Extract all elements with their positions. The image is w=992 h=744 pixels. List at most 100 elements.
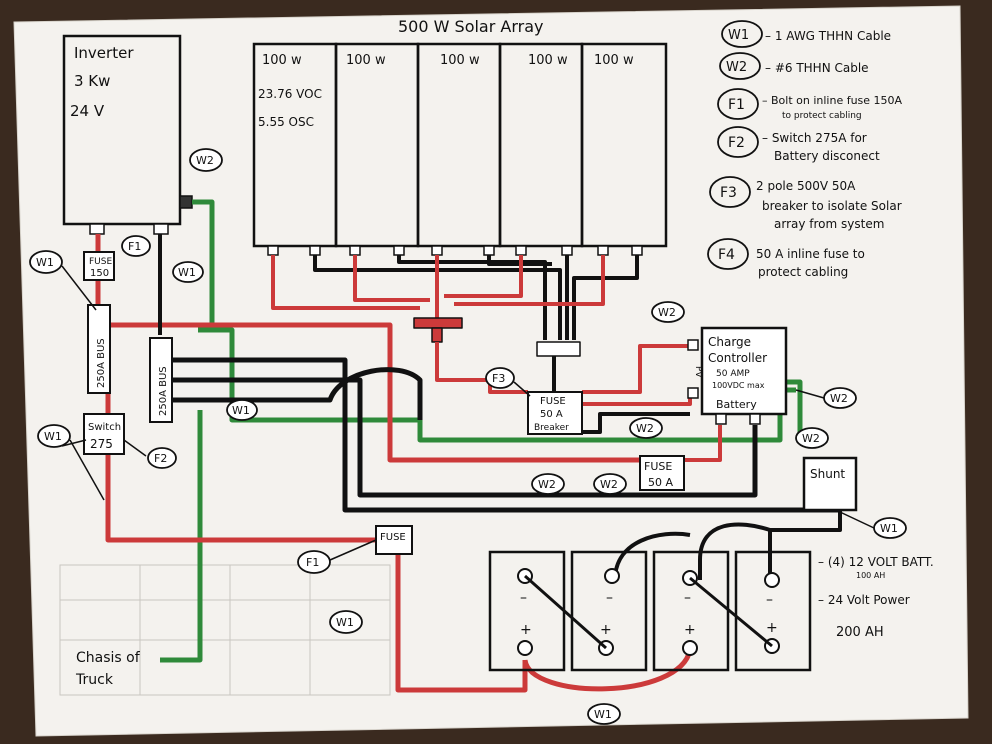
callout-w2-red: W2 [538,478,556,491]
legend-f4-tag: F4 [718,247,735,263]
inverter-pos-terminal [89,223,105,235]
legend-w1-text: – 1 AWG THHN Cable [765,29,891,43]
chassis-label-1: Chasis of [76,650,141,666]
controller-pv-pos [687,339,699,351]
legend-f2-tag: F2 [728,135,745,151]
battery-system-note: – 24 Volt Power [818,593,910,607]
fuse-150 [83,251,115,281]
battery-capacity-note: 200 AH [836,625,884,640]
breaker-label-1: FUSE [540,396,566,407]
callout-w2-black: W2 [600,478,618,491]
bat3-pos: + [684,622,696,638]
pencil-sketch [59,564,391,696]
bus-bar-left-label: 250A BUS [96,338,107,388]
charge-controller [700,326,788,416]
legend-f1-tag: F1 [728,97,745,113]
switch-label-2: 275 [90,437,113,451]
callout-w1-bus: W1 [232,404,250,417]
panel-1-label: 100 w [262,53,302,68]
controller-label-2: Controller [708,351,767,365]
bat4-neg: – [766,592,773,608]
controller-label-1: Charge [708,335,751,349]
solar-wiring [271,255,639,394]
callout-w2-pv: W2 [658,306,676,319]
callout-w2-inverter: W2 [196,154,214,167]
callout-f2: F2 [154,452,167,465]
callout-bubbles [29,148,907,725]
panel-2-label: 100 w [346,53,386,68]
fuse-50a-label-1: FUSE [644,460,672,473]
battery-2 [570,550,648,672]
panel-1-isc: 5.55 OSC [258,115,314,129]
bus-bar-right [149,337,173,423]
fuse-50a [639,455,685,491]
legend-w2-text: – #6 THHN Cable [765,61,869,75]
fuse-chassis [375,525,413,555]
solar-array: 100 w 23.76 VOC 5.55 OSC 100 w 100 w 100… [252,42,668,256]
bat2-pos: + [600,622,612,638]
battery-ah-note: 100 AH [856,571,885,580]
fuse-50a-label-2: 50 A [648,476,673,489]
controller-pv-label: PV [693,366,703,378]
legend-f3-text: 2 pole 500V 50A [756,179,856,193]
callout-w2-pvneg: W2 [636,422,654,435]
legend-f4-text: 50 A inline fuse to [756,247,865,261]
legend-f1-sub: to protect cabling [782,111,862,121]
callout-f1-top: F1 [128,240,141,253]
bat4-pos: + [766,620,778,636]
battery-4 [734,550,812,672]
callout-w1-neg: W1 [178,266,196,279]
battery-count-note: – (4) 12 VOLT BATT. [818,555,934,569]
inverter-voltage: 24 V [70,102,105,120]
bat2-neg: – [606,590,613,606]
legend-w1-tag: W1 [728,28,749,43]
solar-panel-5 [580,42,668,248]
controller-battery-label: Battery [716,398,757,411]
fuse-chassis-label: FUSE [380,532,406,543]
callout-f3: F3 [492,372,505,385]
bus-bar-right-label: 250A BUS [158,366,169,416]
legend-f2-text: – Switch 275A for [762,131,867,145]
fuse-150-label-2: 150 [90,268,109,279]
panel-5-label: 100 w [594,53,634,68]
chassis-label-2: Truck [75,672,114,688]
battery-bank: – + – + – + – + [488,550,812,672]
bat1-neg: – [520,590,527,606]
callout-leaders [61,265,875,561]
bat3-neg: – [684,590,691,606]
panel-4-label: 100 w [528,53,568,68]
controller-bat-pos [715,413,727,425]
inverter-box [62,34,182,226]
callout-w1-shunt: W1 [880,522,898,535]
callout-w1-left: W1 [36,256,54,269]
controller-pv-neg [687,387,699,399]
breaker-label-3: Breaker [534,423,569,433]
callout-labels: W2 F1 W1 W1 W1 W1 F2 F3 W2 W2 W2 W2 W2 W… [36,154,898,721]
inverter-label: Inverter [74,44,134,62]
callout-w2-ground: W2 [830,392,848,405]
inverter-neg-terminal [153,223,169,235]
legend-f3-tag: F3 [720,185,737,201]
callout-w1-switch: W1 [44,430,62,443]
fuse-150-label-1: FUSE [89,257,112,267]
callout-w2-bat: W2 [802,432,820,445]
inverter-power: 3 Kw [74,72,110,90]
legend-f1-text: – Bolt on inline fuse 150A [762,94,903,107]
callout-w1-chassis: W1 [336,616,354,629]
legend-f3-sub2: array from system [774,217,884,231]
legend-f4-sub: protect cabling [758,265,848,279]
legend-f2-sub: Battery disconect [774,149,880,163]
bat1-pos: + [520,622,532,638]
panel-1-voc: 23.76 VOC [258,87,322,101]
panel-3-label: 100 w [440,53,480,68]
inverter-ground-terminal [179,195,193,209]
switch-label-1: Switch [88,422,121,433]
legend-w2-tag: W2 [726,60,747,75]
legend-f3-sub: breaker to isolate Solar [762,199,902,213]
controller-label-3: 50 AMP [716,369,750,379]
diagram-title: 500 W Solar Array [398,17,543,36]
switch-275 [83,413,125,455]
callout-f1-chassis: F1 [306,556,319,569]
shunt [802,456,858,512]
